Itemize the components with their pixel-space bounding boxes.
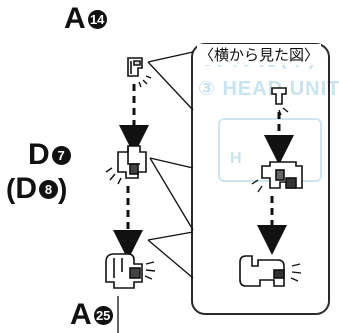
background-text-3: H [230,150,242,167]
side-part-d7-icon [261,161,303,189]
side-part-a25-motion-lines [290,263,302,282]
side-part-d7-motion-lines [251,179,263,193]
callout-lines [147,51,194,279]
label-a25-number: 25 [93,305,113,325]
label-a25: A 25 [70,300,113,330]
part-a14-icon [127,57,143,77]
label-d7-letter: D [28,138,50,171]
part-d7-icon [117,145,147,179]
label-d8-number: 8 [39,179,58,199]
label-d8: ( D 8 ) [6,174,67,204]
background-text-2: ③ HEAD UNIT [198,78,339,100]
label-d8-letter: D [15,172,37,205]
part-a25-motion-lines [144,261,156,280]
label-a14-number: 14 [87,9,107,29]
side-view-title: 〈横から見た図〉 [197,44,322,65]
label-d7: D 7 [28,140,71,170]
label-a14-letter: A [64,2,86,35]
label-d8-close-paren: ) [58,173,68,204]
label-a25-letter: A [70,298,92,331]
part-a14-motion-lines [138,75,152,88]
label-d8-open-paren: ( [6,173,16,204]
part-d7-motion-lines [105,167,122,185]
side-part-a14-icon [271,87,287,105]
side-part-a25-icon [239,255,285,287]
part-a25-icon [105,253,143,289]
label-d7-number: 7 [51,145,71,165]
label-a14: A 14 [64,4,107,34]
